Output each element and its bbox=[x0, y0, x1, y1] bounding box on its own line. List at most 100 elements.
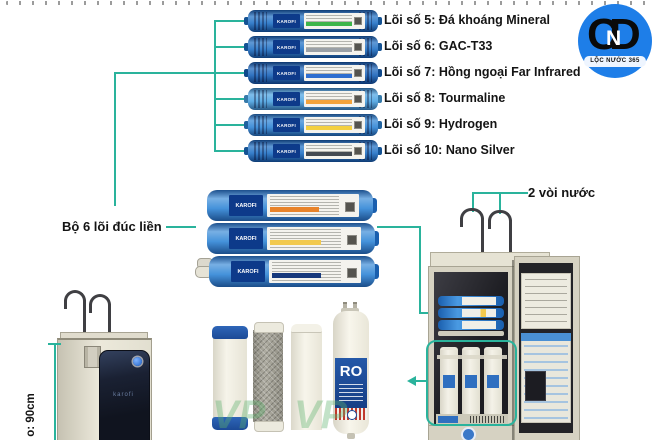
connector-block-v bbox=[419, 226, 421, 314]
cartridge-rib bbox=[254, 116, 267, 134]
core-label: Lõi số 9: Hydrogen bbox=[384, 117, 498, 131]
faucet-icon bbox=[460, 208, 484, 258]
cartridge-sticker bbox=[304, 143, 365, 159]
cartridge-port bbox=[244, 43, 249, 51]
barrel-knob bbox=[371, 264, 379, 279]
connector-branch bbox=[214, 46, 248, 48]
core-label: Lõi số 8: Tourmaline bbox=[384, 91, 506, 105]
cartridge-port bbox=[244, 17, 249, 25]
cartridge-port bbox=[377, 95, 382, 103]
brand-logo: C D N LỘC NƯỚC 365 bbox=[578, 4, 654, 80]
door-panel-header bbox=[521, 333, 571, 341]
qr-code-icon bbox=[354, 147, 362, 155]
ro-label: RO bbox=[335, 358, 367, 408]
connector-left-drop bbox=[114, 72, 116, 206]
purifier-brand: karofi bbox=[113, 392, 134, 398]
logo-subtitle: LỘC NƯỚC 365 bbox=[584, 56, 646, 67]
door-diagram-lines bbox=[525, 279, 567, 323]
barrel-sticker bbox=[269, 260, 361, 283]
connector-block-h1 bbox=[377, 226, 421, 228]
cabinet-shelf bbox=[438, 331, 504, 336]
connector-branch bbox=[214, 98, 248, 100]
strip-blue-chip bbox=[438, 416, 458, 423]
ro-membrane-filter: RO bbox=[333, 302, 369, 440]
faucet-icon bbox=[89, 294, 111, 342]
filter-cartridge: KAROFI bbox=[244, 10, 382, 32]
qr-code-icon bbox=[354, 121, 362, 129]
cartridge-port bbox=[377, 43, 382, 51]
faucet-icon bbox=[488, 210, 512, 260]
cartridge-rib bbox=[254, 90, 267, 108]
carbon-filter bbox=[253, 322, 284, 432]
barrel-brand: KAROFI bbox=[229, 228, 263, 249]
cartridge-sticker bbox=[304, 117, 365, 133]
cartridge-port bbox=[377, 147, 382, 155]
door-hinge-gap bbox=[512, 260, 515, 440]
cartridge-rib bbox=[254, 64, 267, 82]
filter-cartridge: KAROFI bbox=[244, 36, 382, 58]
faucet-line-v2 bbox=[499, 192, 501, 214]
cartridge-rib bbox=[254, 12, 267, 30]
qr-code-icon bbox=[345, 202, 355, 212]
housing-label bbox=[465, 375, 477, 388]
purifier-logo-dot bbox=[133, 357, 142, 366]
cartridge-sticker bbox=[304, 91, 365, 107]
core-label: Lõi số 6: GAC-T33 bbox=[384, 39, 493, 53]
cartridge-port bbox=[377, 121, 382, 129]
block-label-dash bbox=[166, 226, 196, 228]
cartridge-rib bbox=[254, 38, 267, 56]
cabinet-core-sticker bbox=[462, 297, 496, 305]
cabinet-core-sticker bbox=[462, 309, 496, 317]
door-diagram-panel bbox=[521, 273, 571, 329]
logo-letter-n: N bbox=[606, 27, 622, 50]
cartridge-brand: KAROFI bbox=[273, 40, 300, 54]
filter-cartridge: KAROFI bbox=[244, 114, 382, 136]
cartridge-sticker bbox=[304, 65, 365, 81]
cartridge-sticker bbox=[304, 39, 365, 55]
connector-branch bbox=[114, 72, 248, 74]
barrel-sticker bbox=[267, 194, 359, 217]
housing-label bbox=[443, 375, 455, 388]
filter-cartridge: KAROFI bbox=[244, 62, 382, 84]
vp-watermark: VP bbox=[212, 393, 266, 437]
qr-code-icon bbox=[354, 43, 362, 51]
barrel-knob bbox=[371, 231, 379, 246]
core-label: Lõi số 7: Hồng ngoại Far Infrared bbox=[384, 65, 581, 79]
pp-filter bbox=[212, 326, 248, 430]
connector-branch bbox=[214, 124, 248, 126]
cartridge-port bbox=[377, 69, 382, 77]
ro-label-text: RO bbox=[339, 363, 363, 380]
faucet-line-v1 bbox=[472, 192, 474, 212]
cartridge-brand: KAROFI bbox=[273, 144, 300, 158]
filter-cartridge: KAROFI bbox=[244, 140, 382, 162]
cropped-text-remnants bbox=[6, 1, 648, 5]
vp-watermark: VP bbox=[294, 393, 348, 437]
measure-line bbox=[54, 344, 56, 440]
cabinet-core-sticker bbox=[462, 321, 496, 329]
door-control-box bbox=[525, 371, 546, 401]
barrel-brand: KAROFI bbox=[229, 195, 263, 216]
qr-code-icon bbox=[354, 17, 362, 25]
barrel-knob bbox=[369, 198, 377, 213]
measure-tick bbox=[48, 343, 61, 345]
cartridge-brand: KAROFI bbox=[273, 14, 300, 28]
cabinet-logo-dot bbox=[463, 429, 474, 440]
cartridge-port bbox=[244, 121, 249, 129]
qr-code-icon bbox=[347, 268, 357, 278]
qr-code-icon bbox=[354, 95, 362, 103]
logo-letter-c: C bbox=[587, 10, 619, 59]
cartridge-sticker bbox=[304, 13, 365, 29]
housing-label bbox=[487, 375, 499, 388]
qr-code-icon bbox=[354, 69, 362, 77]
qr-code-icon bbox=[347, 235, 357, 245]
cartridge-brand: KAROFI bbox=[273, 92, 300, 106]
block-barrel: KAROFI bbox=[209, 256, 379, 287]
core-label: Lõi số 10: Nano Silver bbox=[384, 143, 515, 157]
ro-flag-band bbox=[335, 408, 367, 420]
connector-branch bbox=[214, 20, 248, 22]
molded-core-block: KAROFI KAROFI KAROFI bbox=[195, 190, 379, 290]
housing-crossbar bbox=[437, 355, 507, 359]
connector-trunk bbox=[214, 20, 216, 152]
faucet-icon bbox=[64, 290, 86, 340]
